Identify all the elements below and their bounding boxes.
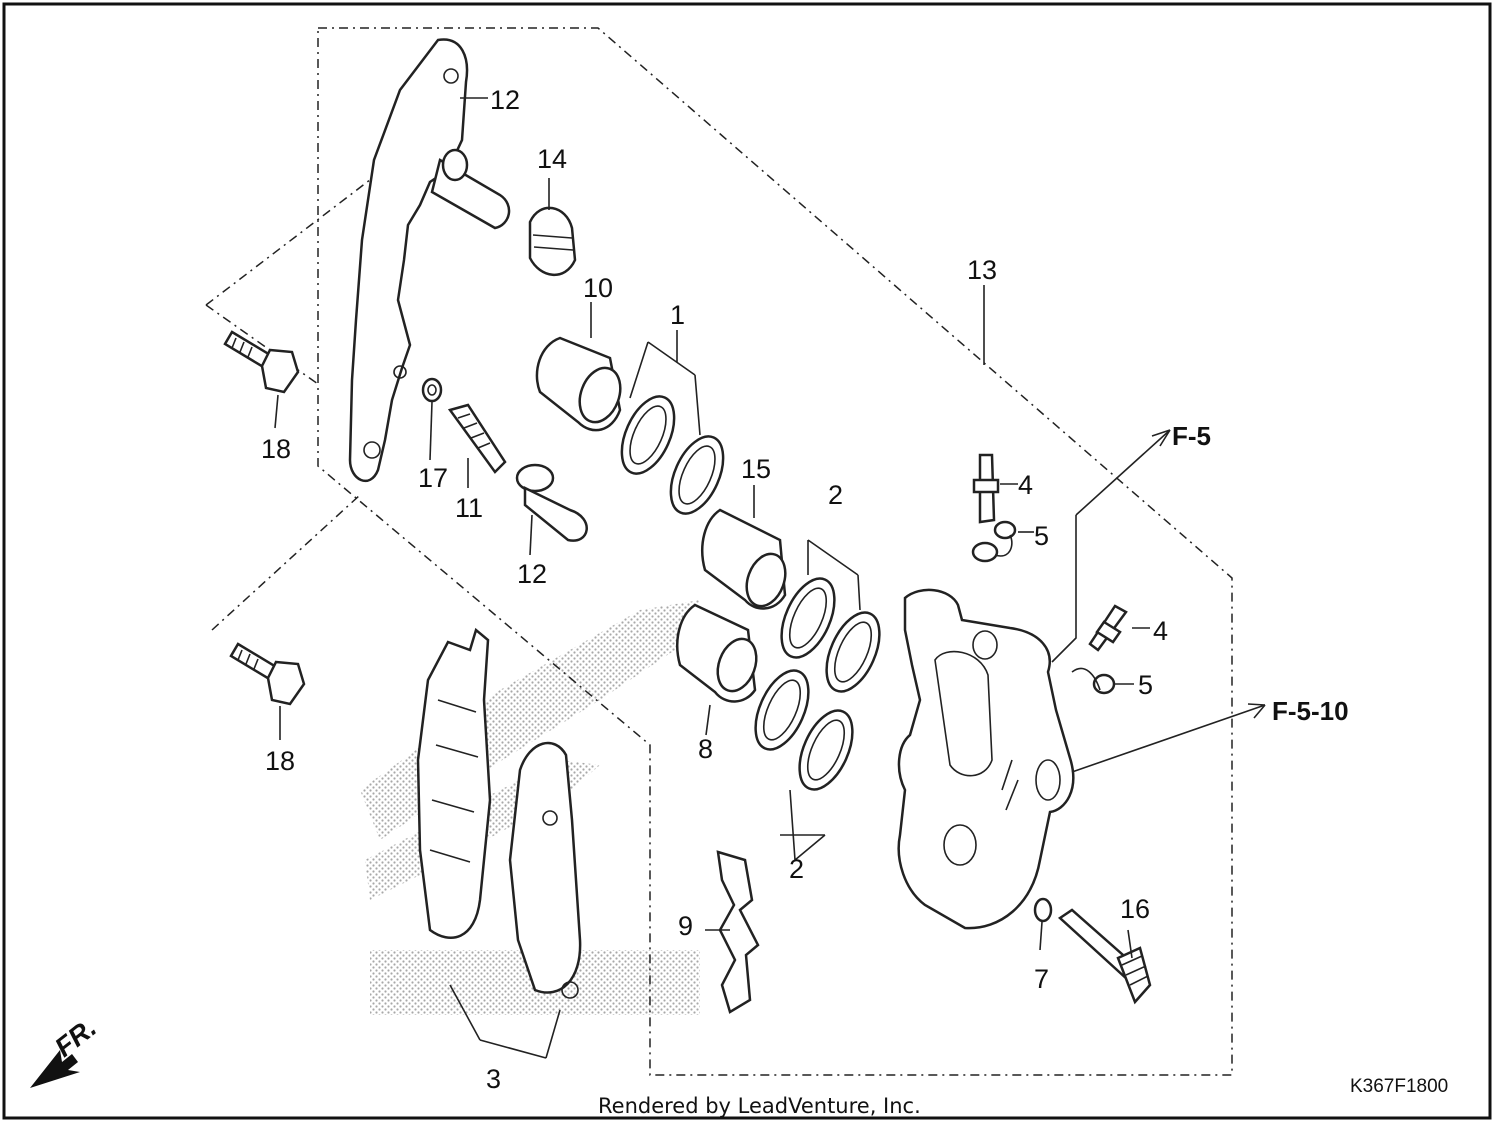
callout-5-lower: 5	[1138, 670, 1153, 700]
assembly-outline	[205, 27, 1233, 1076]
callout-16: 16	[1120, 894, 1150, 924]
washer-part-17	[421, 377, 443, 403]
piston-part-15	[701, 508, 787, 610]
callout-18-lower: 18	[265, 746, 295, 776]
pin-bolt-part-16	[1057, 908, 1152, 1005]
callout-10: 11	[455, 493, 483, 523]
caliper-body-part-13	[897, 588, 1075, 930]
bleeder-part-10	[447, 403, 507, 474]
callout-8: 7	[1034, 964, 1049, 994]
piston-seal-set-2-upper	[780, 577, 881, 693]
callout-15: 15	[741, 454, 771, 484]
callout-2-upper: 2	[828, 480, 843, 510]
piston-seal-set-1	[620, 395, 725, 515]
leader-lines	[274, 97, 1266, 1059]
credit-text: Rendered by LeadVenture, Inc.	[598, 1094, 921, 1118]
callout-13: 13	[967, 255, 997, 285]
callout-4-upper: 4	[1018, 470, 1033, 500]
pin-bolt-part-11	[515, 463, 588, 542]
reference-f5[interactable]: F-5	[1172, 421, 1211, 451]
callout-5-upper: 5	[1034, 521, 1049, 551]
caliper-bracket-part	[348, 38, 511, 483]
callout-12: 14	[537, 144, 567, 174]
bleeder-cap-part-5-lower	[1071, 667, 1116, 695]
callout-18-upper: 18	[261, 434, 291, 464]
callout-3: 3	[486, 1064, 501, 1094]
callout-11: 12	[517, 559, 547, 589]
callout-7: 9	[678, 911, 693, 941]
bleeder-screw-part-4-upper	[972, 453, 1000, 524]
callout-9: 10	[583, 273, 613, 303]
diagram-code: K367F1800	[1350, 1076, 1448, 1097]
pin-boot-part	[528, 206, 577, 277]
bolt-part-18-lower	[229, 642, 306, 706]
sleeve-part	[535, 336, 622, 432]
bleeder-screw-part-4-lower	[1088, 604, 1128, 652]
callout-1: 1	[670, 300, 685, 330]
bleeder-cap-part-5-upper	[971, 520, 1017, 563]
washer-part-8	[1033, 897, 1053, 923]
callout-6: 8	[698, 734, 713, 764]
piston-seal-set-2-lower	[754, 669, 854, 791]
reference-f5-10[interactable]: F-5-10	[1272, 696, 1349, 726]
front-direction-arrow: FR.	[30, 1012, 102, 1088]
brake-pad-part-3	[416, 627, 582, 999]
callout-4-lower: 4	[1153, 616, 1168, 646]
pad-spring-part-7	[716, 850, 760, 1014]
callout-17: 17	[418, 463, 448, 493]
piston-part-6	[676, 603, 758, 703]
callout-14: 12	[490, 85, 520, 115]
bolt-part-18-upper	[223, 330, 300, 394]
callout-2-lower: 2	[789, 854, 804, 884]
